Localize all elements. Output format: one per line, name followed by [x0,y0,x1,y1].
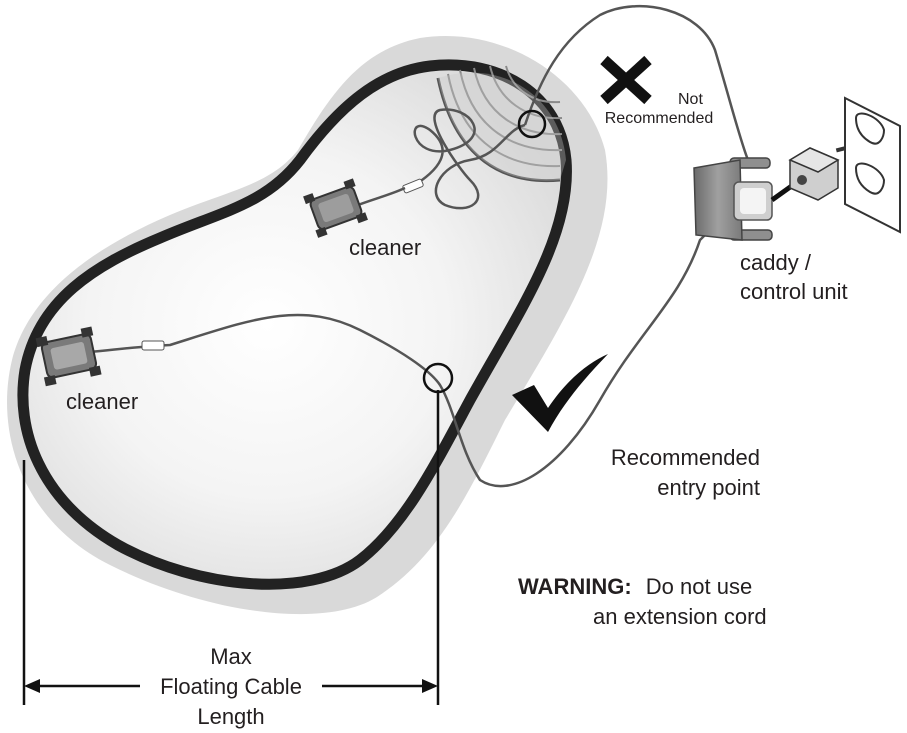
x-mark-icon [600,55,652,105]
tangled-cable [409,4,750,210]
recommended-entry-label: Recommended entry point [588,443,760,503]
warning-text: WARNING: Do not use an extension cord [518,572,767,632]
max-length-line3: Length [197,704,265,729]
lower-cleaner-label: cleaner [66,389,139,414]
cable-float-lower [141,340,165,351]
caddy-label: caddy / control unit [740,248,848,306]
power-adapter [788,147,840,201]
not-recommended-line1: Not [678,91,703,108]
lower-cleaner [35,326,102,387]
upper-cleaner [303,178,368,238]
max-length-line2: Floating Cable [160,674,302,699]
wall-outlet [844,96,901,234]
pool-interior [22,64,567,585]
pool-wall [17,59,572,590]
pool-steps [436,65,563,183]
caddy-label-line1: caddy / [740,250,811,275]
recommended-entry-line1: Recommended [610,445,760,470]
caddy-control-unit [693,157,773,241]
recommended-entry-line2: entry point [657,475,760,500]
checkmark-icon [512,354,608,432]
warning-line1: Do not use [645,574,753,599]
recommended-cable [89,224,716,488]
warning-prefix: WARNING: [518,574,632,599]
max-length-label: Max Floating Cable Length [140,642,322,732]
not-recommended-entry-circle [517,109,547,139]
warning-line2: an extension cord [593,604,767,629]
not-recommended-label: Not Recommended [592,90,726,128]
not-recommended-line2: Recommended [604,110,714,128]
max-length-dimension [22,390,440,705]
caddy-label-line2: control unit [740,279,848,304]
max-length-line1: Max [210,644,252,669]
upper-cleaner-label: cleaner [349,235,422,260]
